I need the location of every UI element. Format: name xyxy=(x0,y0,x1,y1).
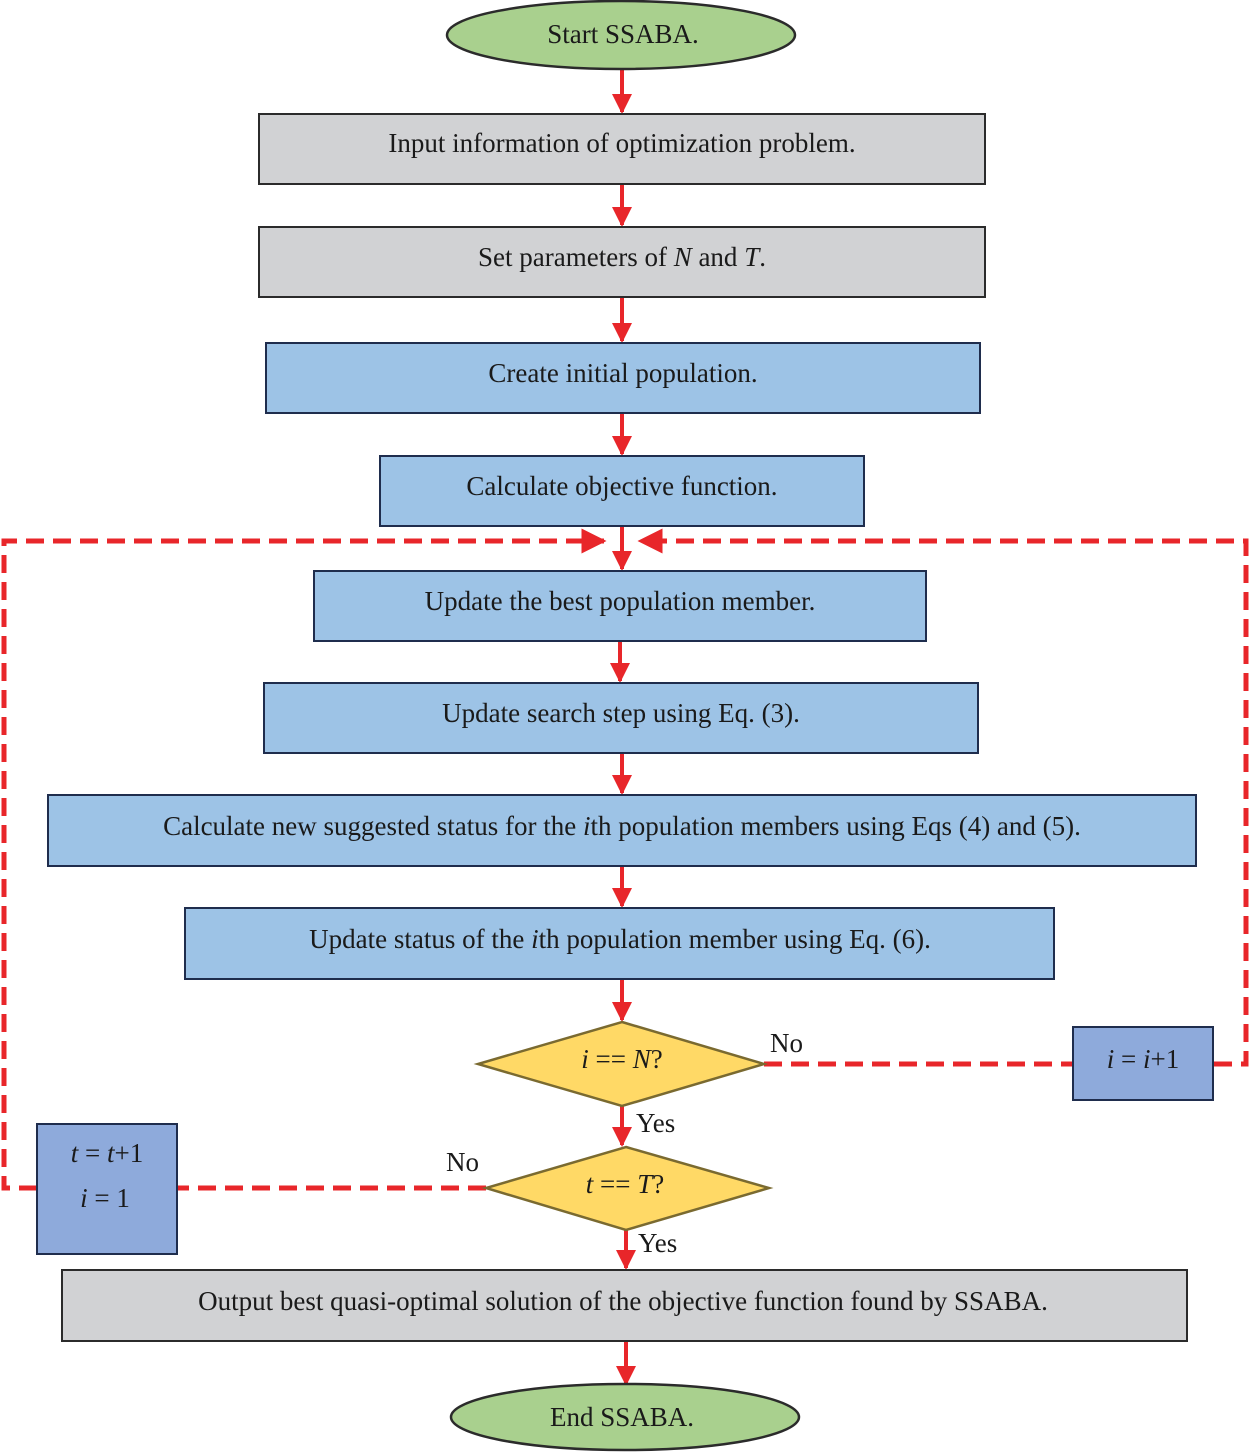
output-box: Output best quasi-optimal solution of th… xyxy=(61,1269,1188,1342)
set-params-label: Set parameters of N and T. xyxy=(478,242,766,272)
decision-i-label: i == N? xyxy=(581,1044,662,1074)
update-status-box: Update status of the ith population memb… xyxy=(184,907,1055,980)
end-terminal: End SSABA. xyxy=(449,1382,801,1452)
edge-label-i-no: No xyxy=(770,1028,803,1058)
calc-objective-label: Calculate objective function. xyxy=(466,471,777,501)
increment-i-box: i = i+1 xyxy=(1072,1026,1214,1101)
edge-label-t-yes: Yes xyxy=(638,1228,677,1258)
calc-new-status-box: Calculate new suggested status for the i… xyxy=(47,794,1197,867)
end-label: End SSABA. xyxy=(550,1402,694,1432)
set-params-box: Set parameters of N and T. xyxy=(258,226,986,298)
increment-i-label: i = i+1 xyxy=(1107,1044,1180,1074)
increment-t-line2: i = 1 xyxy=(80,1183,130,1213)
calc-new-status-label: Calculate new suggested status for the i… xyxy=(163,811,1081,841)
decision-i-diamond: i == N? xyxy=(473,1020,769,1108)
start-label: Start SSABA. xyxy=(547,19,699,49)
loop-arrows xyxy=(1,528,1249,1191)
increment-t-line1: t = t+1 xyxy=(71,1138,144,1168)
start-terminal: Start SSABA. xyxy=(445,0,797,71)
increment-t-box: t = t+1 i = 1 xyxy=(36,1123,178,1255)
input-label: Input information of optimization proble… xyxy=(388,128,855,158)
decision-t-diamond: t == T? xyxy=(481,1145,774,1232)
update-best-box: Update the best population member. xyxy=(313,570,927,642)
calc-objective-box: Calculate objective function. xyxy=(379,455,865,527)
create-population-box: Create initial population. xyxy=(265,342,981,414)
update-status-label: Update status of the ith population memb… xyxy=(309,924,931,954)
edge-label-t-no: No xyxy=(446,1147,479,1177)
edge-label-i-yes: Yes xyxy=(636,1108,675,1138)
create-population-label: Create initial population. xyxy=(488,358,757,388)
decision-t-label: t == T? xyxy=(586,1169,665,1199)
input-box: Input information of optimization proble… xyxy=(258,113,986,185)
update-best-label: Update the best population member. xyxy=(425,586,816,616)
loop-i-return xyxy=(637,528,1249,1067)
loop-t-return xyxy=(1,528,607,1191)
output-label: Output best quasi-optimal solution of th… xyxy=(198,1286,1048,1316)
main-flow-arrows xyxy=(610,70,636,1386)
update-step-box: Update search step using Eq. (3). xyxy=(263,682,979,754)
update-step-label: Update search step using Eq. (3). xyxy=(442,698,800,728)
